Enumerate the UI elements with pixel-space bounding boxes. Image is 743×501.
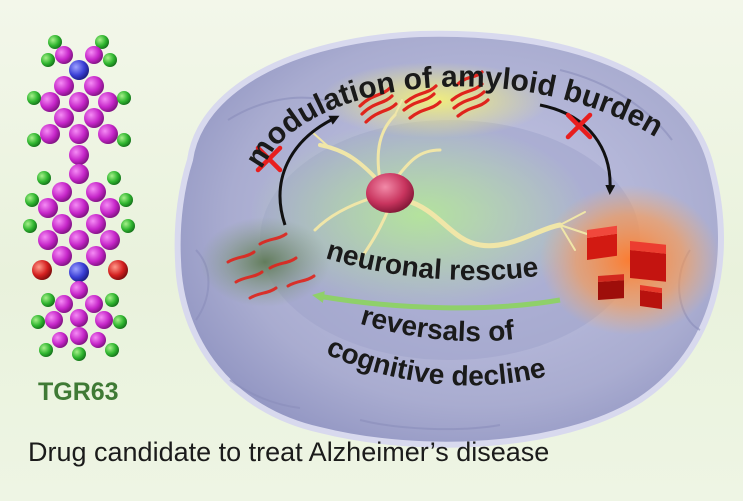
fibril-glow [200, 217, 330, 307]
amyloid-fibrils-top [358, 70, 490, 124]
arrow-left-up [278, 115, 340, 226]
neuron-icon [311, 99, 591, 262]
plaque-cube-icon [587, 225, 666, 310]
cycle-arrows [278, 103, 616, 311]
caption: Drug candidate to treat Alzheimer’s dise… [28, 437, 550, 467]
arrow-rescue-back [312, 291, 561, 311]
arrow-right-down [539, 103, 616, 195]
compound-label: TGR63 [38, 378, 119, 406]
molecule-model [23, 35, 135, 361]
neuron-glow [250, 120, 590, 310]
amyloid-glow [320, 62, 550, 138]
block-cross-icon [255, 112, 593, 173]
amyloid-fibrils-left [226, 232, 316, 300]
